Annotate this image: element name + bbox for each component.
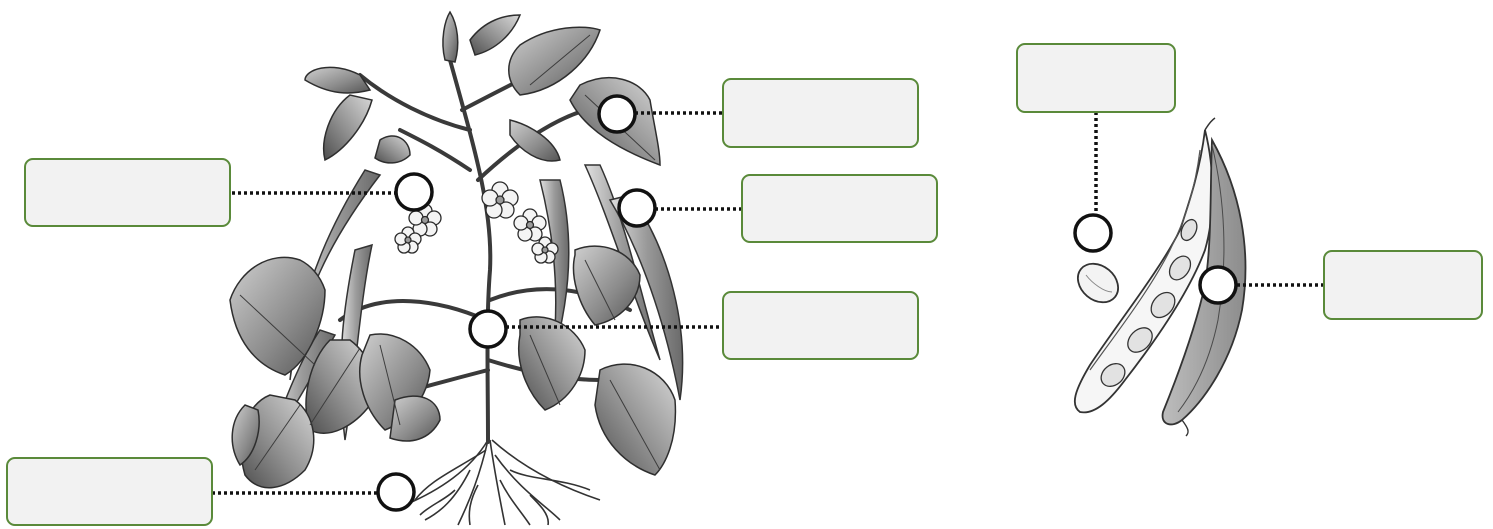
- label-box-upper-left[interactable]: [24, 158, 231, 227]
- bean-plant-illustration: [229, 10, 684, 526]
- plant-roots: [404, 439, 601, 526]
- plant-leaves: [229, 10, 677, 489]
- marker-leaf: [597, 94, 637, 134]
- marker-stem: [468, 309, 508, 349]
- marker-circles: [376, 94, 1238, 512]
- loose-bean-seed: [1077, 262, 1119, 304]
- label-box-bottom-left[interactable]: [6, 457, 213, 526]
- closed-pod-half: [1161, 136, 1247, 437]
- marker-root: [376, 472, 416, 512]
- label-box-pod-right-seed[interactable]: [1323, 250, 1483, 320]
- label-box-pod-right[interactable]: [741, 174, 938, 243]
- label-box-stem-right[interactable]: [722, 291, 919, 360]
- open-pod-half: [1073, 117, 1216, 414]
- marker-seed: [1073, 213, 1113, 253]
- plant-leaf-veins: [239, 34, 661, 471]
- label-box-leaf-right[interactable]: [722, 78, 919, 148]
- leader-lines: [212, 111, 1325, 495]
- label-box-pod-top[interactable]: [1016, 43, 1176, 113]
- marker-pod: [617, 188, 657, 228]
- marker-pod-shell: [1198, 265, 1238, 305]
- marker-flower: [394, 172, 434, 212]
- bean-pod-illustration: [1073, 117, 1247, 437]
